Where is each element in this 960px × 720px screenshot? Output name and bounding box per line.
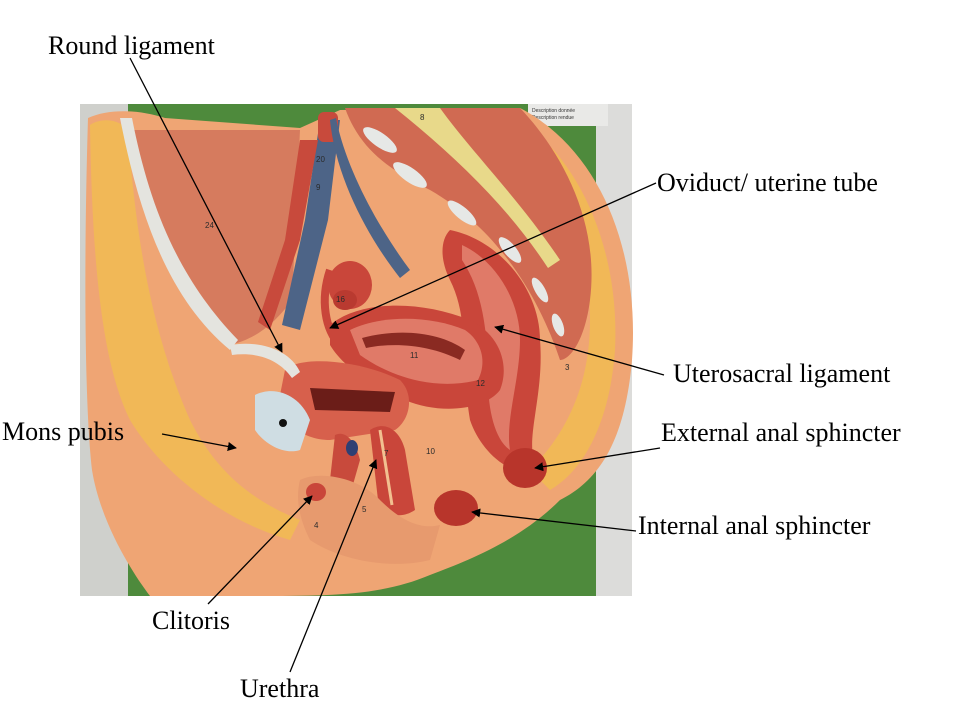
label-urethra: Urethra — [240, 674, 320, 703]
label-external-anal: External anal sphincter — [661, 418, 901, 447]
svg-text:10: 10 — [426, 447, 435, 456]
label-uterosacral: Uterosacral ligament — [673, 359, 891, 388]
svg-text:20: 20 — [316, 155, 325, 164]
label-internal-anal: Internal anal sphincter — [638, 511, 871, 540]
svg-text:7: 7 — [384, 449, 389, 458]
svg-text:9: 9 — [316, 183, 321, 192]
label-oviduct: Oviduct/ uterine tube — [657, 168, 878, 197]
svg-text:12: 12 — [476, 379, 485, 388]
label-round-ligament: Round ligament — [48, 31, 215, 60]
svg-text:3: 3 — [565, 363, 570, 372]
fat-front — [90, 120, 300, 540]
clitoris-model — [306, 483, 326, 501]
vagina — [370, 426, 415, 516]
external-anal-sphincter-model — [503, 448, 547, 488]
svg-text:11: 11 — [410, 351, 419, 360]
iliac-vein — [282, 120, 340, 330]
svg-text:24: 24 — [205, 221, 214, 230]
svg-text:5: 5 — [362, 505, 367, 514]
label-mons-pubis: Mons pubis — [2, 417, 125, 446]
svg-text:Description rendue: Description rendue — [532, 115, 574, 121]
svg-text:4: 4 — [314, 521, 319, 530]
svg-text:16: 16 — [336, 295, 345, 304]
svg-text:8: 8 — [420, 113, 425, 122]
label-clitoris: Clitoris — [152, 606, 231, 635]
svg-text:Description donnée: Description donnée — [532, 108, 575, 114]
internal-anal-sphincter-model — [434, 490, 478, 526]
